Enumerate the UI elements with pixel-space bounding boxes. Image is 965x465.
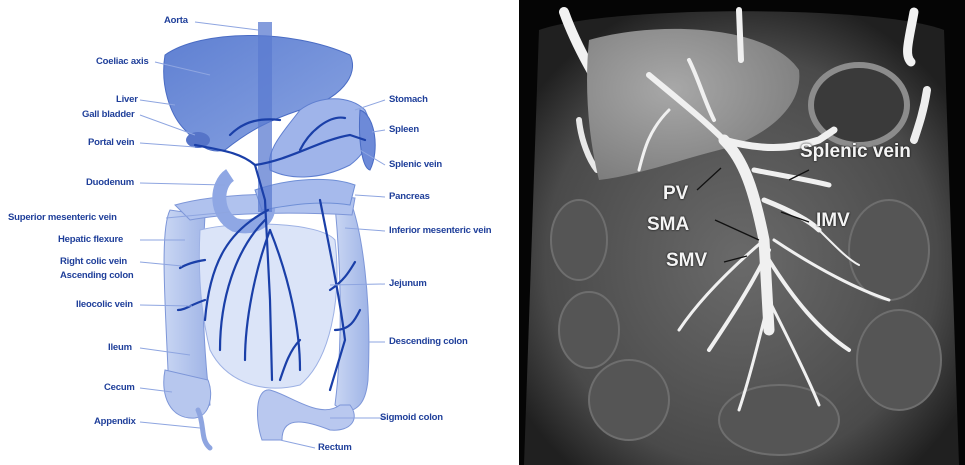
label-ileocolic-vein: Ileocolic vein	[76, 299, 133, 310]
ct-label-smv: SMV	[666, 250, 707, 272]
label-spleen: Spleen	[389, 124, 419, 135]
label-sigmoid-colon: Sigmoid colon	[380, 412, 443, 423]
portal-venous-diagram: Aorta Coeliac axis Liver Gall bladder Po…	[0, 0, 515, 465]
appendix-shape	[198, 410, 210, 448]
label-portal-vein: Portal vein	[88, 137, 134, 148]
label-splenic-vein: Splenic vein	[389, 159, 442, 170]
label-duodenum: Duodenum	[86, 177, 134, 188]
label-hepatic-flexure: Hepatic flexure	[58, 234, 123, 245]
label-rectum: Rectum	[318, 442, 352, 453]
ct-label-sma: SMA	[647, 214, 689, 236]
ct-label-imv: IMV	[816, 210, 850, 232]
label-superior-mesenteric-vein: Superior mesenteric vein	[8, 212, 117, 223]
label-ileum: Ileum	[108, 342, 132, 353]
label-ascending-colon: Ascending colon	[60, 270, 134, 281]
label-jejunum: Jejunum	[389, 278, 427, 289]
label-descending-colon: Descending colon	[389, 336, 468, 347]
ct-label-pv: PV	[663, 183, 688, 205]
label-inferior-mesenteric-vein: Inferior mesenteric vein	[389, 225, 491, 236]
label-aorta: Aorta	[164, 15, 188, 26]
label-pancreas: Pancreas	[389, 191, 430, 202]
label-gall-bladder: Gall bladder	[82, 109, 135, 120]
label-appendix: Appendix	[94, 416, 136, 427]
label-cecum: Cecum	[104, 382, 135, 393]
label-coeliac-axis: Coeliac axis	[96, 56, 149, 67]
label-stomach: Stomach	[389, 94, 428, 105]
label-liver: Liver	[116, 94, 138, 105]
ct-scan-rendering	[519, 0, 965, 465]
ct-label-splenic-vein: Splenic vein	[800, 141, 911, 163]
ct-angiography-image: Splenic vein PV SMA IMV SMV	[519, 0, 965, 465]
label-right-colic-vein: Right colic vein	[60, 256, 127, 267]
